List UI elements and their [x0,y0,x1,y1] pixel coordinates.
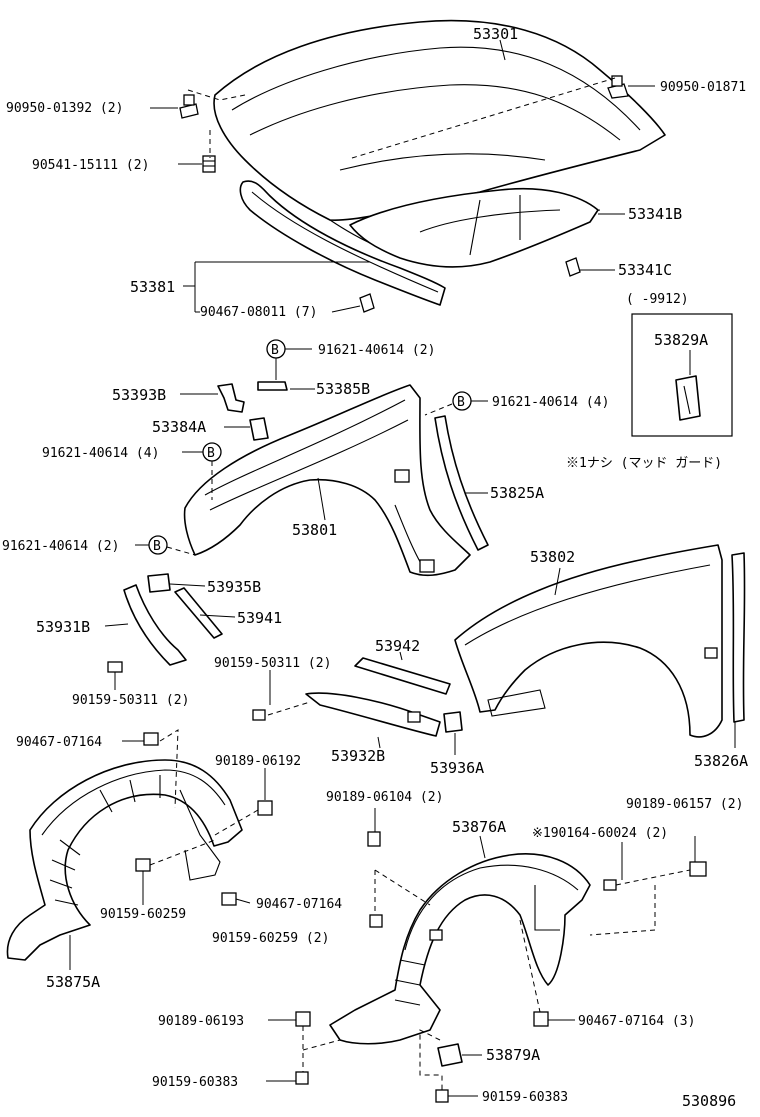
label-cover-53942: 53942 [375,637,420,655]
label-screw-90159-50311-a: 90159-50311 (2) [72,693,189,708]
label-bracket-53385b: 53385B [316,380,370,398]
stay-53941[interactable] [174,587,223,639]
label-clip-90467-07164-b: 90467-07164 [256,897,342,912]
marker-b-top: B [266,339,286,359]
rail-53932b[interactable] [305,692,441,737]
liner-right[interactable] [329,853,591,1045]
label-mudguard-range: ( -9912) [626,292,689,307]
label-hood-cushion: 90541-15111 (2) [32,158,149,173]
nut-90189-06157[interactable] [689,861,707,877]
bracket-53935b[interactable] [147,573,171,593]
hood-seal-clip[interactable] [359,293,375,313]
screw-90159-60259-b-part[interactable] [369,914,383,928]
label-screw-90159-50311-b: 90159-50311 (2) [214,656,331,671]
hood-seal[interactable] [239,180,446,306]
diagram-number: 530896 [682,1092,736,1110]
screw-90159-60383-b[interactable] [435,1089,449,1103]
svg-text:B: B [271,343,279,358]
label-screw-90159-60259-b: 90159-60259 (2) [212,931,329,946]
fender-seal-53826a[interactable] [731,552,746,723]
label-screw-90159-60383-b: 90159-60383 [482,1090,568,1105]
nut-90189-06192[interactable] [257,800,273,816]
hood-insulator[interactable] [349,187,599,268]
label-bolt-b-right: 91621-40614 (4) [492,395,609,410]
label-bolt-b-top: 91621-40614 (2) [318,343,435,358]
label-fender-left: 53801 [292,521,337,539]
label-screw-90159-60383-a: 90159-60383 [152,1075,238,1090]
bracket-53936a[interactable] [443,711,463,733]
label-bracket-53393b: 53393B [112,386,166,404]
label-rail-53932b: 53932B [331,747,385,765]
marker-b-bottom: B [148,535,168,555]
label-hood-insulator-clip: 53341C [618,261,672,279]
label-stay-53941: 53941 [237,609,282,627]
bracket-53385b[interactable] [257,381,288,391]
mudguard-box [631,313,733,437]
label-bracket-53936a: 53936A [430,759,484,777]
label-clip-90467-07164-c: 90467-07164 (3) [578,1014,695,1029]
fender-left[interactable] [183,384,471,577]
fender-seal-left[interactable] [434,415,489,551]
label-nut-90189-06104: 90189-06104 (2) [326,790,443,805]
label-screw-90159-60259-a: 90159-60259 [100,907,186,922]
label-nut-90189-06193: 90189-06193 [158,1014,244,1029]
hood-bumper-left[interactable] [179,94,199,119]
marker-b-mid: B [202,442,222,462]
screw-90159-50311-a[interactable] [107,661,123,673]
svg-text:B: B [457,395,465,410]
label-liner-right: 53876A [452,818,506,836]
label-nut-90189-06192: 90189-06192 [215,754,301,769]
clip-90467-07164-a[interactable] [143,732,159,746]
hood-insulator-clip[interactable] [565,257,581,277]
marker-b-right: B [452,391,472,411]
hood-cushion[interactable] [202,155,216,173]
bracket-53879a[interactable] [437,1043,463,1067]
hood-panel[interactable] [213,19,666,265]
label-nut-90189-06157: 90189-06157 (2) [626,797,743,812]
label-fender-seal-right: 53825A [490,484,544,502]
label-bolt-b-bottom: 91621-40614 (2) [2,539,119,554]
fender-right[interactable] [454,544,723,738]
label-fender-seal-53826a: 53826A [694,752,748,770]
nut-90189-06104[interactable] [367,831,381,847]
label-hood-seal-clip: 90467-08011 (7) [200,305,317,320]
svg-text:B: B [153,539,161,554]
cover-53942[interactable] [354,657,451,695]
label-hood: 53301 [473,25,518,43]
nut-90189-06193[interactable] [295,1011,311,1027]
bracket-53384a[interactable] [249,417,269,441]
svg-text:B: B [207,446,215,461]
label-clip-90467-07164-a: 90467-07164 [16,735,102,750]
screw-190164[interactable] [603,879,617,891]
label-hood-seal: 53381 [130,278,175,296]
label-hood-insulator: 53341B [628,205,682,223]
clip-90467-07164-b[interactable] [221,892,237,906]
label-mudguard-part: 53829A [654,331,708,349]
label-bolt-b-mid: 91621-40614 (4) [42,446,159,461]
label-hood-bumper-left: 90950-01392 (2) [6,101,123,116]
label-stay-53931b: 53931B [36,618,90,636]
screw-90159-50311-b[interactable] [252,709,266,721]
liner-left[interactable] [6,759,243,961]
hood-bumper-right[interactable] [607,75,629,99]
label-bracket-53879a: 53879A [486,1046,540,1064]
label-hood-bumper-right: 90950-01871 [660,80,746,95]
label-liner-left: 53875A [46,973,100,991]
label-bracket-53384a: 53384A [152,418,206,436]
bracket-53393b[interactable] [217,383,245,413]
screw-90159-60259-a[interactable] [135,858,151,872]
stay-53931b[interactable] [123,584,187,666]
label-fender-right: 53802 [530,548,575,566]
label-bracket-53935b: 53935B [207,578,261,596]
label-mudguard-note: ※1ナシ (マッド ガード) [566,456,722,471]
mudguard-part[interactable] [675,375,701,421]
screw-90159-60383-a[interactable] [295,1071,309,1085]
label-screw-190164: ※190164-60024 (2) [532,826,668,841]
clip-90467-07164-c[interactable] [533,1011,549,1027]
